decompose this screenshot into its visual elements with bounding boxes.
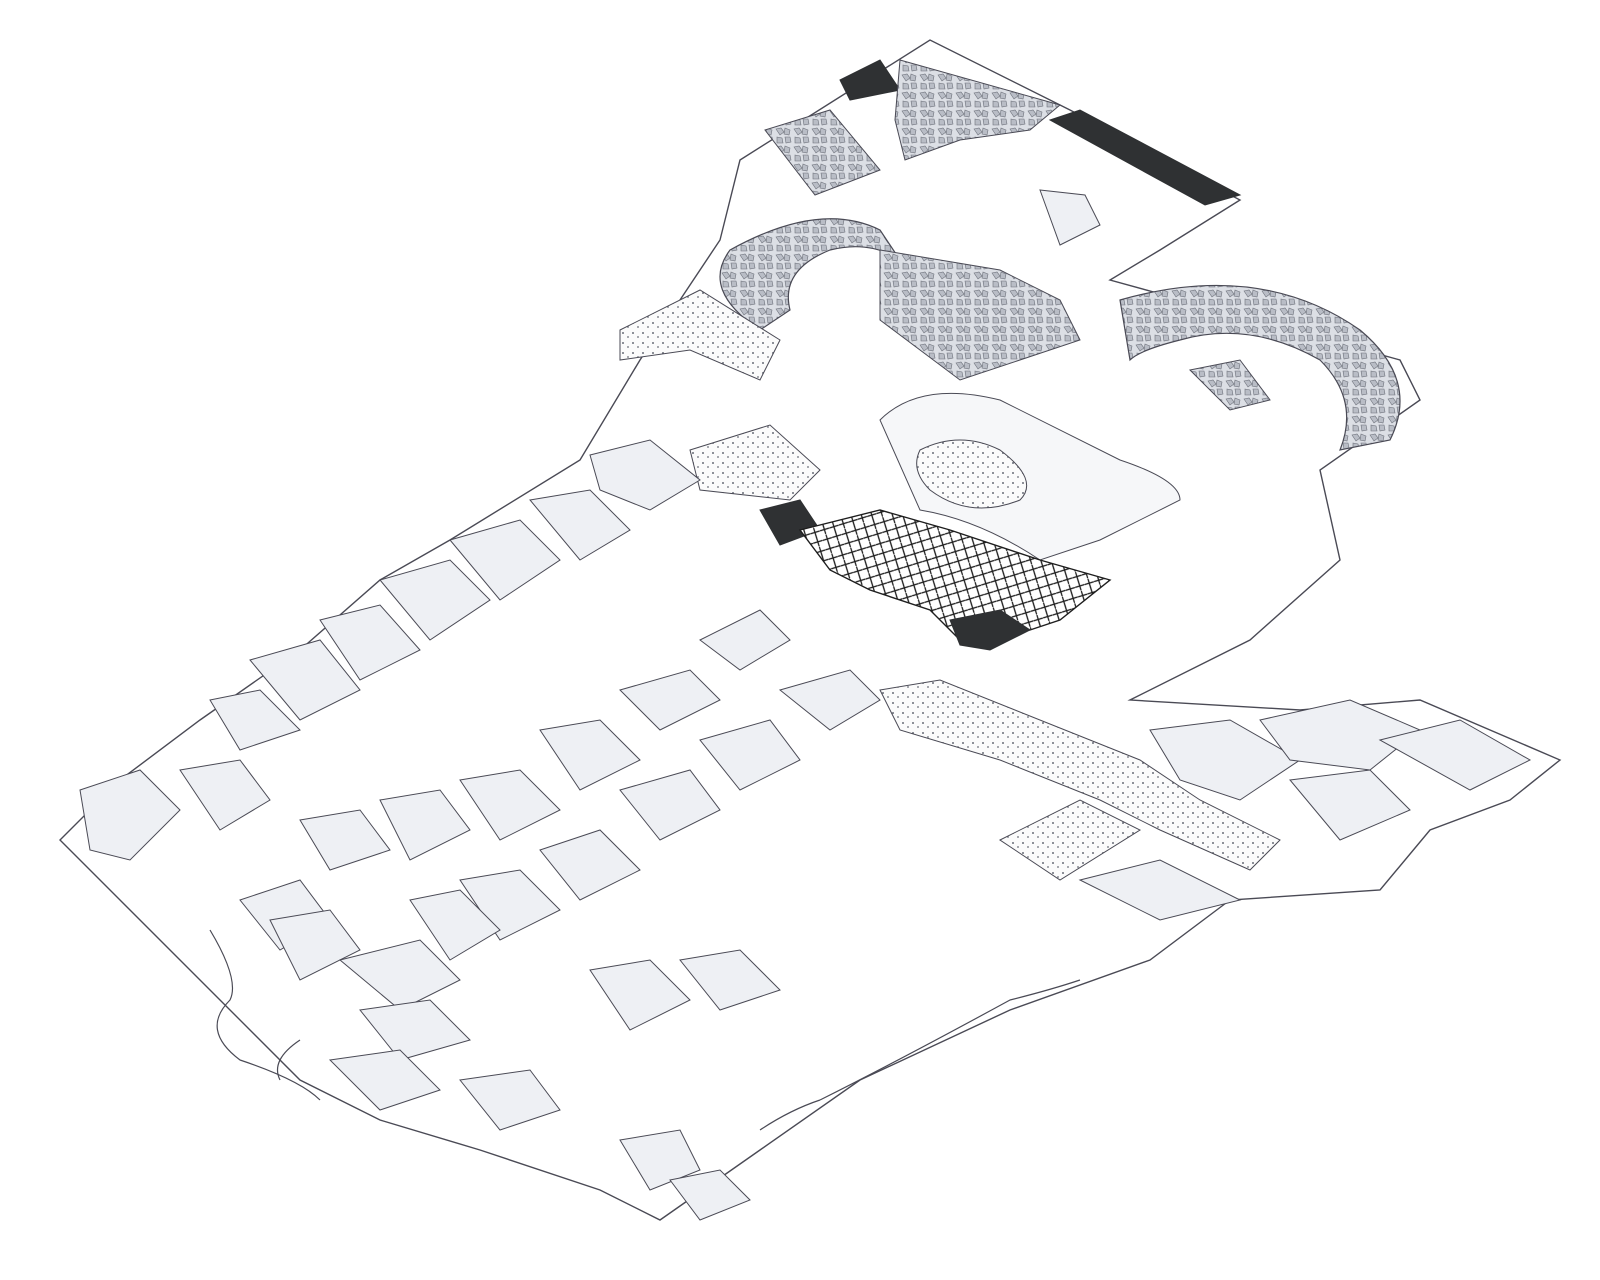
south-aisle-wall bbox=[239, 669, 881, 981]
southwest-rooms bbox=[328, 939, 781, 1221]
east-rooms bbox=[1078, 699, 1532, 921]
north-aisle-wall bbox=[209, 439, 701, 751]
outer-outline bbox=[59, 39, 1562, 1221]
north-apse bbox=[619, 218, 1081, 381]
nave-colonnade bbox=[79, 609, 791, 871]
south-apse bbox=[1119, 284, 1401, 451]
north-annex bbox=[764, 59, 1242, 246]
narthex-cross-wall bbox=[879, 679, 1301, 881]
west-boundary-line bbox=[209, 929, 1081, 1131]
herringbone-floor bbox=[798, 509, 1112, 651]
